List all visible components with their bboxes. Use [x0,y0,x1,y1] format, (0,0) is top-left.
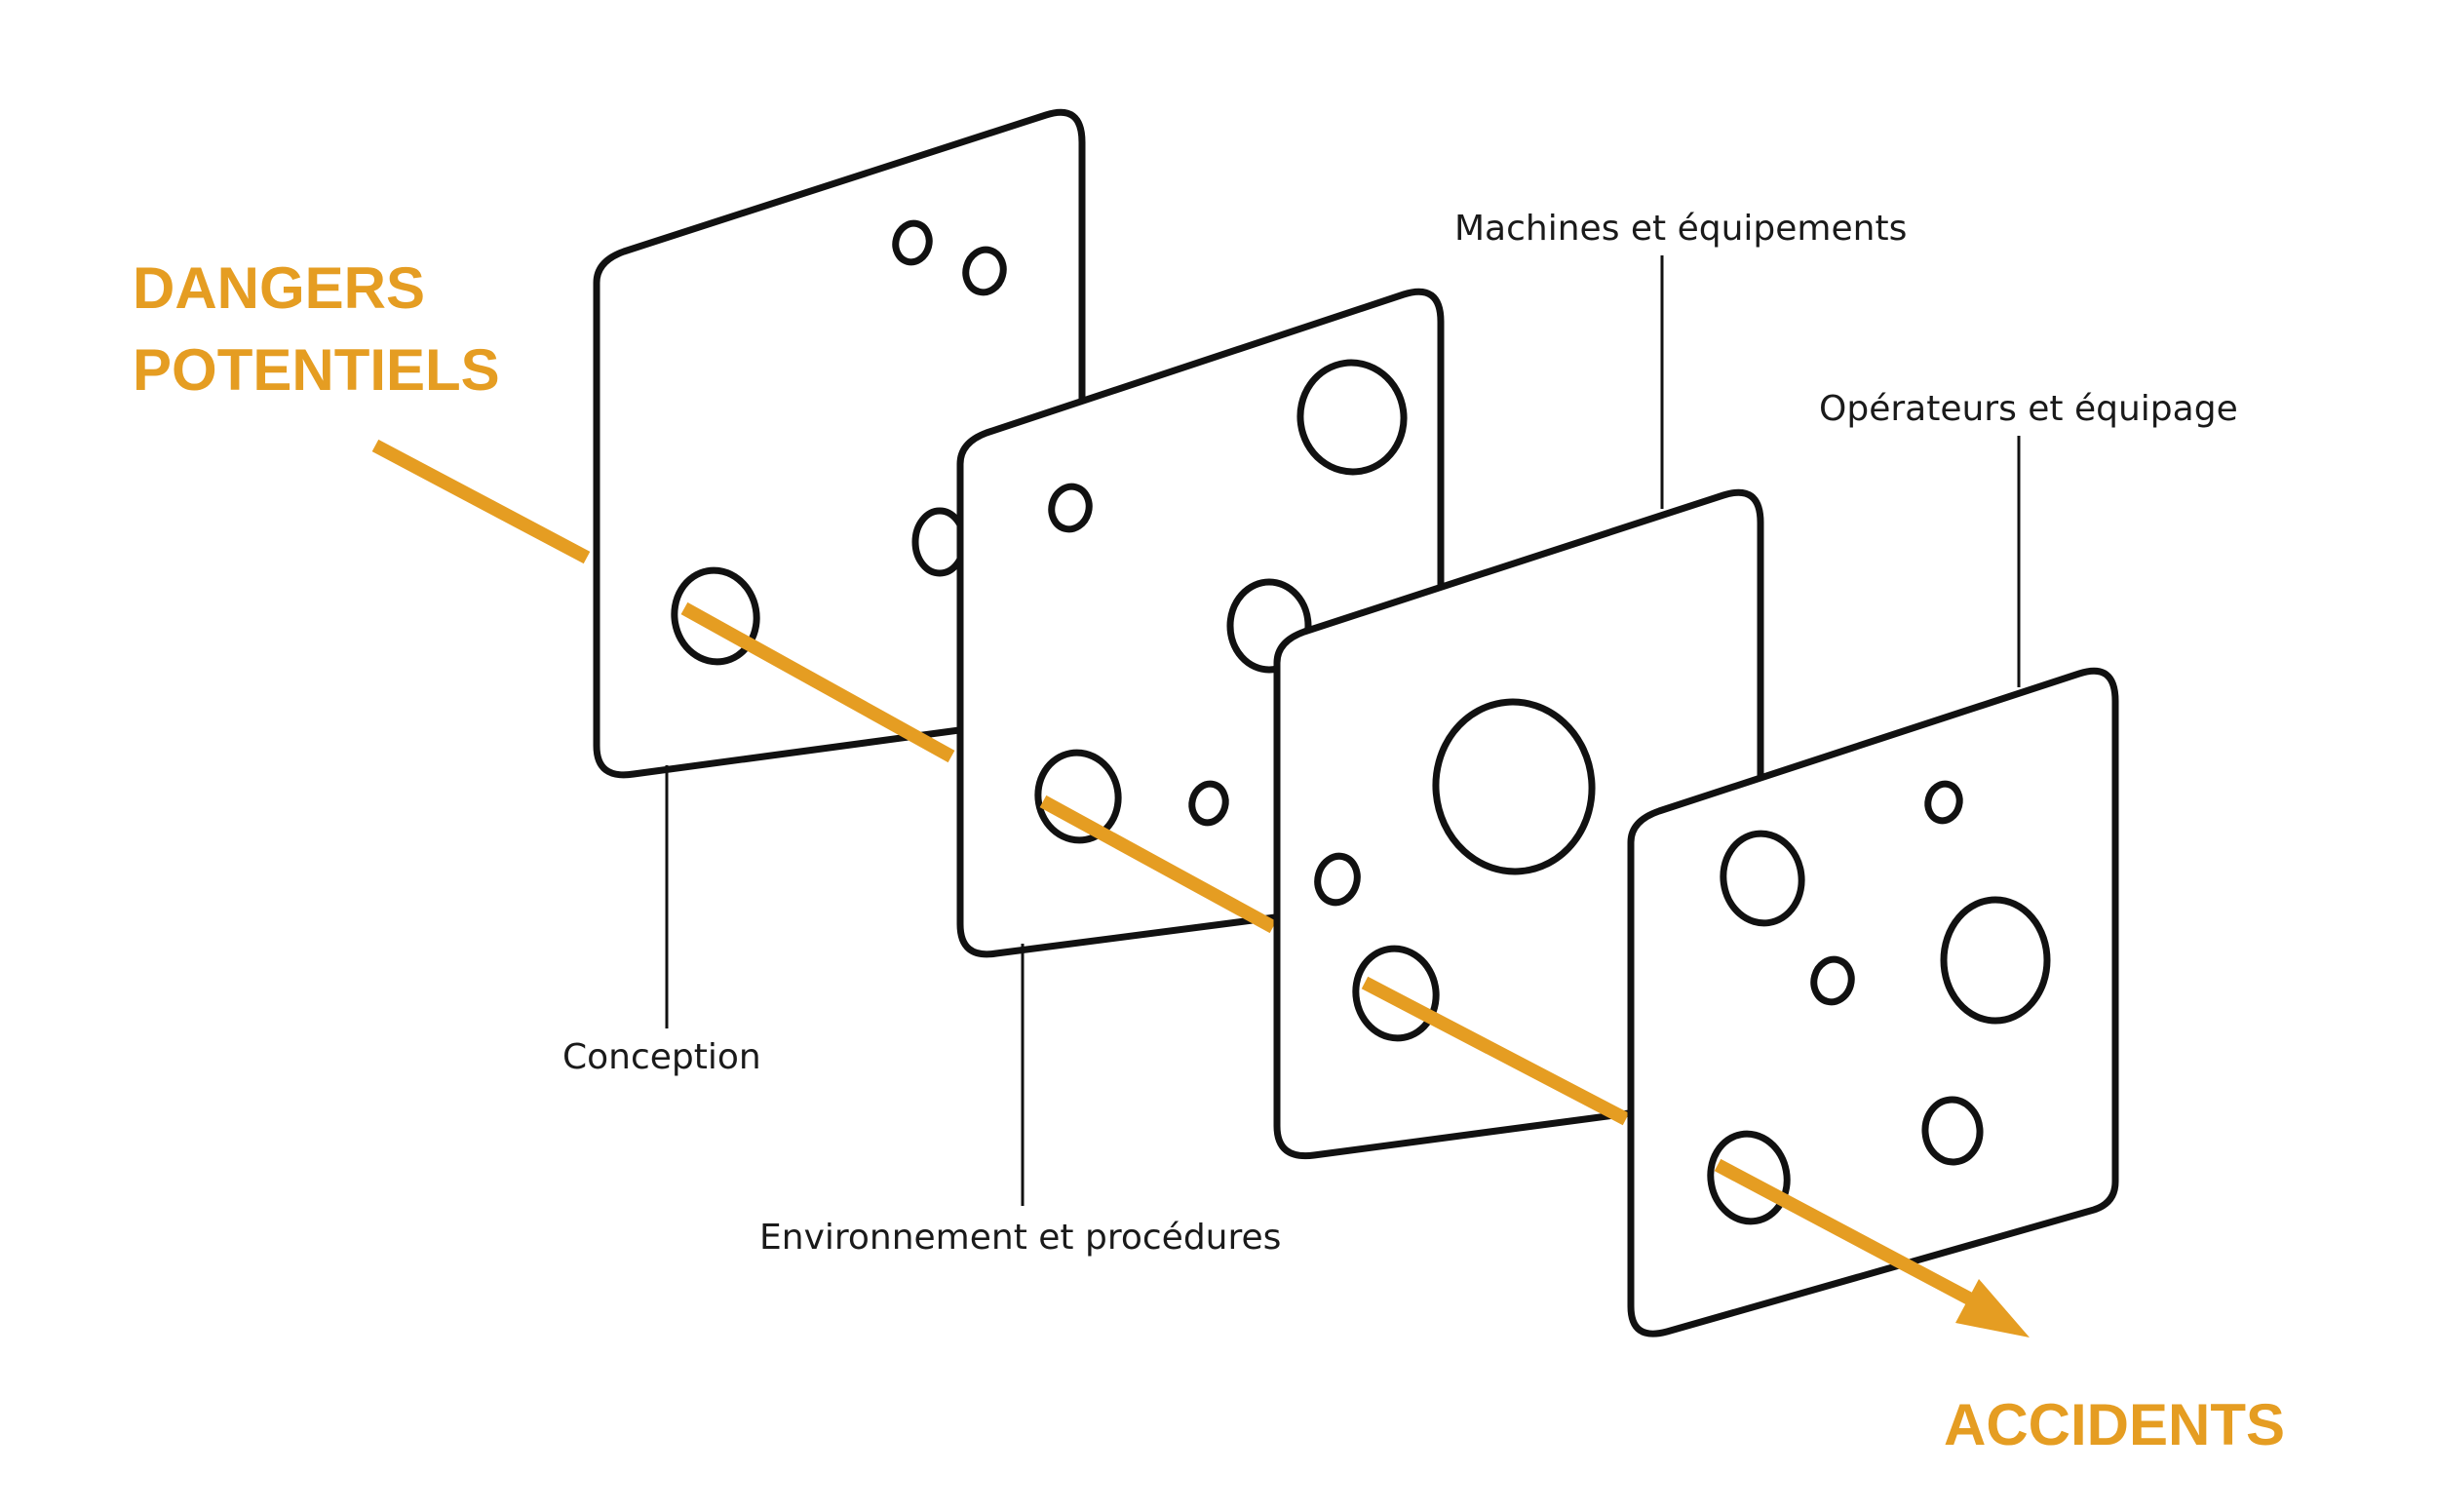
slice-hole [1432,698,1596,875]
label-environnement-procedures: Environnement et procédures [759,1218,1281,1258]
slice-hole [1940,896,2051,1025]
hazard-arrow-exit [1714,1158,1973,1305]
hazard-arrow-segment-2 [1039,795,1277,934]
slice-hole [1188,780,1229,827]
hazard-arrowhead [1955,1279,2030,1338]
slice-hole [1048,483,1093,533]
slice-hole [962,246,1007,296]
label-operateurs-equipage: Opérateurs et équipage [1819,389,2238,429]
label-conception: Conception [562,1037,761,1077]
slice-hole [1314,852,1361,907]
label-machines-equipements: Machines et équipements [1454,209,1907,249]
slice-hole [1921,1096,1984,1166]
slice-hole [1720,830,1805,927]
hazards-title-line1: DANGERS [133,255,425,321]
accidents-title: ACCIDENTS [1944,1392,2285,1457]
hazards-title-line2: POTENTIELS [133,337,500,403]
slice-hole [1810,955,1855,1006]
hazard-arrow-segment-1 [680,601,955,763]
hazard-arrow-segment-3 [1361,976,1630,1126]
slice-hole [1296,359,1408,476]
slice-hole [892,219,933,266]
slice-hole [1924,780,1963,825]
slice-hole [1034,749,1122,844]
hazard-arrow-entry [371,439,591,564]
